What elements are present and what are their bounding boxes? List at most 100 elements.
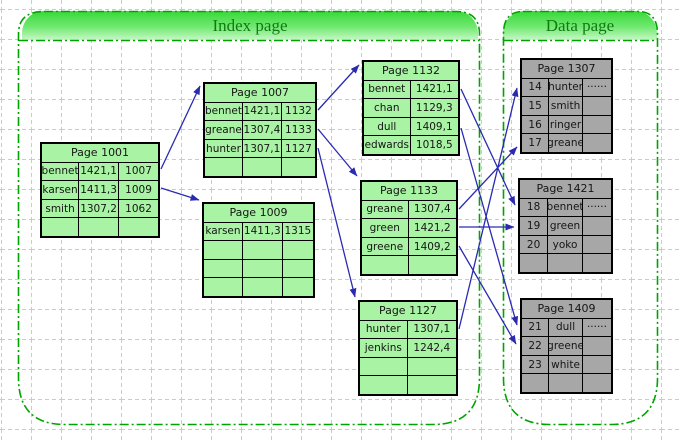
table-title: Page 1421 — [520, 180, 611, 199]
table-cell — [583, 236, 611, 254]
table-cell — [282, 158, 315, 176]
table-cell: ······ — [586, 321, 607, 334]
table-cell — [360, 357, 408, 376]
table-cell: dull — [549, 318, 583, 337]
table-title: Page 1127 — [360, 302, 456, 321]
arrow-1001-to-1007 — [160, 85, 201, 170]
table-cell: 21 — [522, 318, 550, 337]
table-row — [42, 218, 158, 236]
table-cell — [243, 259, 283, 278]
table-cell — [243, 278, 283, 296]
table-cell: greane — [549, 134, 583, 152]
table-title: Page 1001 — [42, 144, 158, 163]
table-cell — [408, 376, 456, 394]
table-cell: 1242,4 — [413, 341, 451, 354]
table-cell: 1307,1 — [243, 139, 282, 158]
table-cell: green — [362, 219, 409, 237]
index-page-title: Index page — [212, 15, 288, 35]
table-cell: 1411,3 — [79, 181, 120, 199]
table-cell — [283, 260, 313, 278]
table-cell: 1007 — [125, 165, 152, 178]
table-cell: 22 — [522, 337, 550, 355]
table-cell: 18 — [520, 198, 549, 217]
table-title: Page 1133 — [362, 182, 456, 201]
table-cell: bennet — [205, 102, 243, 121]
table-cell — [79, 218, 120, 236]
table-cell: bennet — [364, 80, 411, 99]
table-cell: 14 — [522, 78, 550, 97]
table-cell: greene — [362, 237, 409, 256]
table-cell: bennet — [548, 198, 583, 217]
table-cell: 1129,3 — [415, 101, 453, 114]
table-cell — [520, 254, 549, 272]
table-title: Page 1009 — [204, 204, 313, 223]
table-cell — [583, 337, 611, 355]
table-cell — [548, 254, 583, 272]
table-cell: 1062 — [125, 202, 152, 215]
table-cell: dull — [364, 117, 411, 136]
table-title: Page 1307 — [522, 60, 611, 79]
table-cell — [42, 218, 80, 236]
table-row: green 1421,2 — [362, 219, 456, 238]
arrow-1001-to-1009 — [160, 187, 200, 201]
table-cell — [205, 158, 243, 176]
table-cell: jenkins — [360, 339, 408, 357]
table-cell: 1132 — [285, 105, 312, 118]
table-cell: 23 — [522, 355, 550, 374]
data-page-tab: Data page — [503, 11, 657, 40]
table-cell: greane — [205, 121, 243, 139]
table-cell: 20 — [520, 235, 549, 254]
table-cell: hunter — [549, 78, 583, 97]
table-cell: 1127 — [285, 142, 312, 155]
table-cell: 1409,1 — [415, 120, 453, 133]
table-cell: 1421,2 — [413, 221, 451, 234]
table-cell — [583, 116, 611, 134]
table-cell: 1411,3 — [243, 222, 283, 241]
table-cell: 1315 — [284, 225, 312, 238]
table-cell — [204, 278, 243, 296]
table-cell: 1421,1 — [243, 102, 282, 121]
table-cell: smith — [42, 199, 80, 218]
table-cell — [583, 374, 611, 392]
table-title: Page 1409 — [522, 300, 611, 319]
index-page-tab: Index page — [22, 11, 478, 40]
table-cell — [204, 241, 243, 259]
table-cell: hunter — [205, 139, 243, 158]
table-cell: 1133 — [285, 123, 312, 136]
table-cell: yoko — [548, 235, 583, 254]
table-cell: greene — [549, 337, 583, 355]
arrow-1007-to-1133 — [317, 128, 358, 177]
table-cell — [522, 374, 550, 392]
table-row: dull 1409,1 — [364, 117, 458, 137]
table-title: Page 1132 — [364, 62, 458, 81]
table-row: jenkins 1242,4 — [360, 339, 456, 358]
table-cell — [360, 376, 408, 394]
data-page-title: Data page — [545, 15, 615, 35]
arrow-1133-greane — [458, 146, 518, 210]
table-cell: chan — [364, 99, 411, 117]
table-cell — [583, 356, 611, 374]
table-cell: ······ — [586, 201, 607, 214]
table-cell: greane — [362, 200, 409, 219]
table-row — [205, 158, 315, 176]
table-cell: green — [548, 217, 583, 235]
table-cell — [283, 278, 313, 296]
